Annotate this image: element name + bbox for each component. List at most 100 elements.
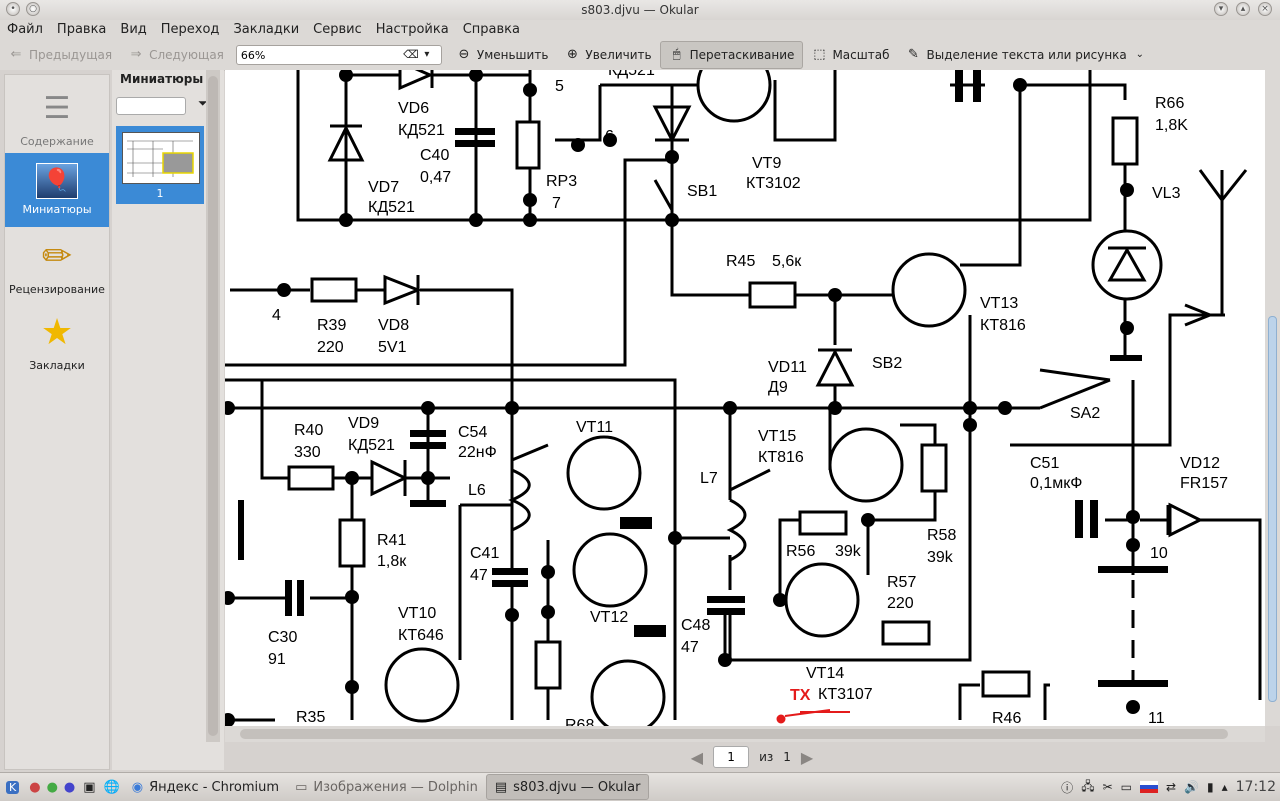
browse-tool-button[interactable]: 🖱 Перетаскивание — [659, 41, 804, 69]
label: 0,1мкФ — [1030, 475, 1082, 492]
zoom-in-button[interactable]: ⊕ Увеличить — [556, 42, 659, 68]
sidebar-item-thumbnails[interactable]: 🎈 Миниатюры — [5, 153, 109, 227]
volume-icon[interactable]: 🔊 — [1184, 780, 1199, 794]
label: R68 — [565, 717, 594, 726]
thumbnail-filter-input[interactable] — [116, 97, 186, 115]
maximize-icon[interactable]: ▴ — [1236, 2, 1250, 16]
clock[interactable]: 17:12 — [1235, 779, 1276, 795]
label: 39k — [927, 549, 954, 566]
sidebar-item-label: Содержание — [20, 135, 94, 148]
flag-icon[interactable] — [1139, 781, 1158, 793]
clear-icon[interactable]: ⌫ — [403, 48, 419, 61]
label: 11 — [1148, 710, 1165, 726]
zoom-out-icon: ⊖ — [458, 47, 470, 62]
label: R39 — [317, 317, 346, 334]
menu-help[interactable]: Справка — [462, 22, 520, 37]
zoom-out-button[interactable]: ⊖ Уменьшить — [448, 42, 557, 68]
chevron-down-icon[interactable]: ⌄ — [1135, 49, 1144, 60]
thumbnails-icon: 🎈 — [36, 163, 78, 199]
zoom-in-label: Увеличить — [585, 48, 652, 62]
select-tool-button[interactable]: ✎ Выделение текста или рисунка ⌄ — [897, 42, 1155, 68]
task-label: Изображения — Dolphin — [313, 779, 478, 795]
document-view[interactable]: VD6 КД521 C40 0,47 VD7 КД521 RP3 7 5 6 К… — [225, 70, 1265, 726]
next-page-button[interactable]: ⇒ Следующая — [120, 42, 232, 68]
label: C48 — [681, 617, 710, 634]
label: L7 — [700, 470, 718, 487]
task-dolphin[interactable]: ▭ Изображения — Dolphin — [287, 775, 486, 799]
browser-icon[interactable]: 🌐 — [103, 779, 120, 795]
label: VL3 — [1152, 185, 1181, 202]
menu-edit[interactable]: Правка — [56, 22, 107, 37]
scrollbar-handle[interactable] — [240, 729, 1228, 739]
thumbnails-scrollbar[interactable] — [206, 70, 220, 742]
sidebar-item-review[interactable]: ✏ Рецензирование — [5, 227, 109, 301]
label: 1,8к — [377, 553, 407, 570]
label: C40 — [420, 147, 449, 164]
close-icon[interactable]: × — [1258, 2, 1272, 16]
chevron-down-icon[interactable]: ▾ — [424, 49, 430, 60]
menu-view[interactable]: Вид — [120, 22, 147, 37]
label: 10 — [1150, 545, 1168, 562]
menu-file[interactable]: Файл — [7, 22, 43, 37]
sidebar-item-label: Миниатюры — [22, 203, 92, 216]
label: 6 — [605, 128, 614, 145]
label: 1,8K — [1155, 117, 1188, 134]
menu-tools[interactable]: Сервис — [313, 22, 362, 37]
window-title: s803.djvu — Okular — [581, 3, 699, 17]
task-okular[interactable]: ▤ s803.djvu — Okular — [485, 774, 650, 800]
prev-arrow-icon[interactable]: ◀ — [690, 747, 704, 767]
label: VD11 — [768, 359, 807, 376]
window-menu-icon[interactable]: • — [6, 2, 20, 16]
label: КТ816 — [758, 449, 804, 466]
label: R58 — [927, 527, 956, 544]
label: SB1 — [687, 183, 717, 200]
sidebar-item-contents[interactable]: ☰ Содержание — [5, 79, 109, 153]
label: 4 — [272, 307, 281, 324]
activities-icon[interactable]: ●●● — [29, 779, 76, 795]
pin-icon[interactable]: ○ — [26, 2, 40, 16]
main-toolbar: ⇐ Предыдущая ⇒ Следующая ⌫ ▾ ⊖ Уменьшить… — [0, 40, 1280, 71]
page-number-input[interactable] — [713, 746, 750, 768]
label: 0,47 — [420, 169, 451, 186]
thumbnail-page[interactable]: 1 — [116, 126, 204, 204]
next-page-label: Следующая — [149, 48, 224, 62]
network-icon[interactable]: 🖧 — [1081, 778, 1095, 793]
minimize-icon[interactable]: ▾ — [1214, 2, 1228, 16]
document-icon: ▤ — [494, 779, 508, 795]
info-icon[interactable]: ⓘ — [1061, 780, 1074, 795]
zoom-tool-button[interactable]: ⬚ Масштаб — [803, 42, 897, 68]
zoom-select[interactable]: ⌫ ▾ — [235, 45, 442, 65]
document-horizontal-scrollbar[interactable] — [225, 726, 1265, 742]
page-total: 1 — [783, 750, 791, 764]
prev-page-button[interactable]: ⇐ Предыдущая — [0, 42, 120, 68]
zoom-input[interactable] — [236, 47, 403, 63]
label: 7 — [552, 195, 561, 212]
menu-bookmarks[interactable]: Закладки — [233, 22, 300, 37]
label: TX — [790, 687, 811, 704]
label: VD8 — [378, 317, 409, 334]
kde-menu-icon[interactable]: K — [0, 775, 25, 799]
scrollbar-handle[interactable] — [1268, 316, 1277, 702]
network-manager-icon[interactable]: ⇄ — [1165, 780, 1177, 794]
schematic-text: VD6 КД521 C40 0,47 VD7 КД521 RP3 7 5 6 К… — [268, 70, 1228, 726]
next-page-icon: ⇒ — [130, 47, 142, 62]
sidebar-item-bookmarks[interactable]: ★ Закладки — [5, 303, 109, 377]
battery-icon[interactable]: ▮ — [1207, 780, 1214, 794]
monitor-icon[interactable]: ▭ — [1120, 780, 1132, 794]
tools-icon[interactable]: ✂ — [1102, 780, 1113, 794]
menu-settings[interactable]: Настройка — [375, 22, 449, 37]
menu-go[interactable]: Переход — [160, 22, 220, 37]
label: VT14 — [806, 665, 844, 682]
terminal-icon[interactable]: ▣ — [83, 779, 96, 795]
next-arrow-icon[interactable]: ▶ — [800, 747, 814, 767]
label: C30 — [268, 629, 297, 646]
schematic-components — [287, 70, 1163, 726]
tray-expand-icon[interactable]: ▴ — [1221, 780, 1228, 794]
label: 5,6к — [772, 253, 802, 270]
title-bar: • ○ s803.djvu — Okular ▾ ▴ × — [0, 0, 1280, 20]
label: 220 — [887, 595, 914, 612]
task-chromium[interactable]: ◉ Яндекс - Chromium — [124, 775, 287, 799]
filter-icon[interactable]: ⏷ — [198, 96, 208, 110]
document-vertical-scrollbar[interactable] — [1265, 70, 1280, 726]
page-of-label: из — [759, 750, 774, 764]
